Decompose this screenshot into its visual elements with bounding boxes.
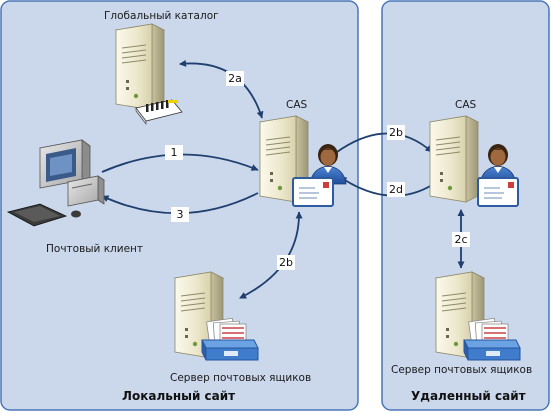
remote-cas-server-icon	[429, 115, 479, 203]
mail-client-label: Почтовый клиент	[46, 243, 144, 255]
step-badge-2b-local: 2b	[277, 255, 295, 270]
remote-site-area	[381, 0, 550, 411]
global-catalog-server-icon	[115, 23, 183, 125]
step-badge-2b-remote: 2b	[387, 125, 405, 140]
local-site-title: Локальный сайт	[122, 389, 236, 403]
step-badge-2d: 2d	[387, 182, 405, 197]
local-site-area	[0, 0, 359, 411]
global-catalog-label: Глобальный каталог	[104, 10, 219, 22]
remote-cas-envelope-icon	[477, 177, 519, 207]
step-badge-2a: 2a	[226, 71, 244, 86]
remote-site-title: Удаленный сайт	[411, 389, 526, 403]
local-cas-envelope-icon	[292, 177, 334, 207]
local-cas-label: CAS	[286, 99, 308, 111]
step-badge-2c: 2c	[452, 232, 470, 247]
local-mailbox-server-label: Сервер почтовых ящиков	[170, 372, 312, 384]
mail-client-computer-icon	[6, 139, 106, 227]
step-badge-1: 1	[165, 145, 183, 160]
remote-mailbox-server-label: Сервер почтовых ящиков	[391, 364, 533, 376]
remote-cas-label: CAS	[455, 99, 477, 111]
step-badge-3: 3	[171, 207, 189, 222]
